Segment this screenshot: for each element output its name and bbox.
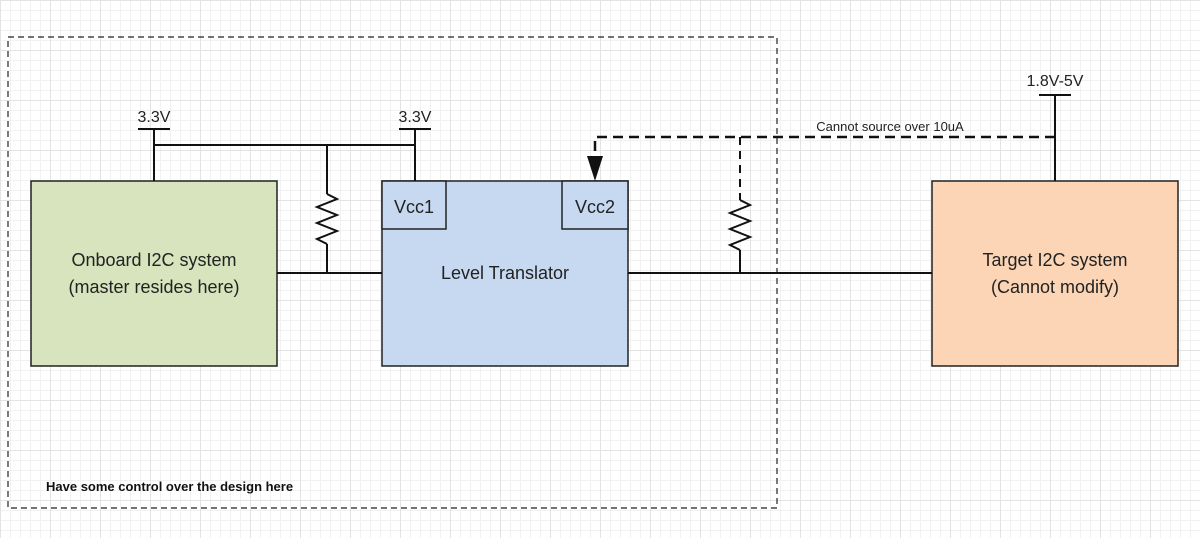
target-subtitle: (Cannot modify) bbox=[991, 277, 1119, 297]
onboard-supply-label: 3.3V bbox=[138, 109, 171, 126]
vcc2-label: Vcc2 bbox=[575, 197, 615, 217]
region-label: Have some control over the design here bbox=[46, 479, 293, 494]
target-i2c-block bbox=[931, 180, 1179, 367]
target-supply-label: 1.8V-5V bbox=[1027, 73, 1084, 90]
target-title: Target I2C system bbox=[982, 250, 1127, 270]
supply-current-note: Cannot source over 10uA bbox=[816, 119, 964, 134]
pullup-resistor-right bbox=[727, 199, 753, 251]
dashed-supply-path bbox=[593, 135, 1055, 157]
onboard-title: Onboard I2C system bbox=[71, 250, 236, 270]
vcc1-label: Vcc1 bbox=[394, 197, 434, 217]
vcc1-pin-box bbox=[381, 180, 447, 230]
onboard-subtitle: (master resides here) bbox=[68, 277, 239, 297]
pullup-resistor-left bbox=[314, 193, 340, 245]
translator-supply-label: 3.3V bbox=[399, 109, 432, 126]
arrowhead-down bbox=[587, 156, 603, 181]
onboard-i2c-block bbox=[30, 180, 278, 367]
translator-title: Level Translator bbox=[441, 263, 569, 283]
